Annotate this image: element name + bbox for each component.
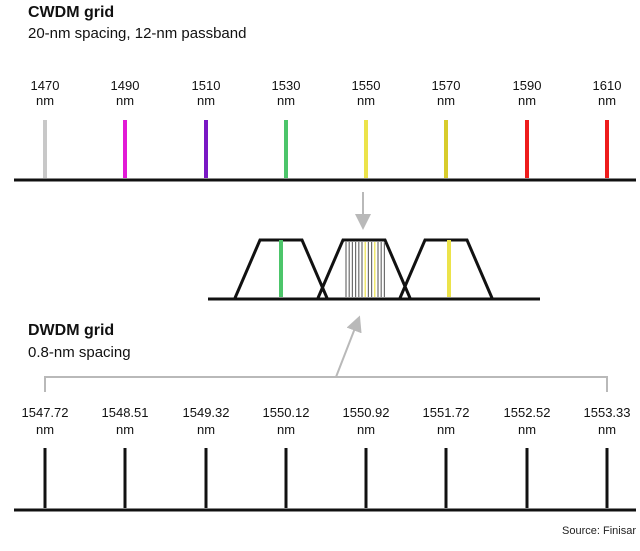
dwdm-unit: nm xyxy=(115,422,135,437)
dwdm-channel-label: 1547.72 nm xyxy=(12,404,78,438)
dwdm-wavelength: 1553.33 xyxy=(583,405,631,420)
cwdm-wavelength: 1490 xyxy=(110,78,140,93)
cwdm-wavelength: 1470 xyxy=(30,78,60,93)
cwdm-unit: nm xyxy=(436,93,456,108)
dwdm-wavelength: 1547.72 xyxy=(21,405,69,420)
cwdm-wavelength: 1530 xyxy=(271,78,301,93)
cwdm-unit: nm xyxy=(597,93,617,108)
cwdm-unit: nm xyxy=(276,93,296,108)
dwdm-unit: nm xyxy=(436,422,456,437)
dwdm-unit: nm xyxy=(597,422,617,437)
dwdm-wavelength: 1550.92 xyxy=(342,405,390,420)
dwdm-wavelength: 1552.52 xyxy=(503,405,551,420)
dwdm-bracket xyxy=(44,376,608,392)
dwdm-channel-label: 1550.12 nm xyxy=(253,404,319,438)
dwdm-wavelength: 1551.72 xyxy=(422,405,470,420)
dwdm-wavelength: 1549.32 xyxy=(182,405,230,420)
cwdm-wavelength: 1610 xyxy=(592,78,622,93)
dwdm-unit: nm xyxy=(276,422,296,437)
passband-1570 xyxy=(398,238,494,299)
cwdm-subtitle: 20-nm spacing, 12-nm passband xyxy=(28,25,247,42)
dwdm-wavelength: 1548.51 xyxy=(101,405,149,420)
cwdm-unit: nm xyxy=(196,93,216,108)
cwdm-unit: nm xyxy=(115,93,135,108)
cwdm-wavelength: 1510 xyxy=(191,78,221,93)
cwdm-unit: nm xyxy=(517,93,537,108)
passband-1550 xyxy=(316,238,412,299)
cwdm-title: CWDM grid xyxy=(28,4,115,21)
cwdm-unit: nm xyxy=(35,93,55,108)
dwdm-channel-label: 1549.32 nm xyxy=(173,404,239,438)
dwdm-title: DWDM grid xyxy=(28,322,115,339)
dwdm-unit: nm xyxy=(35,422,55,437)
cwdm-wavelength: 1590 xyxy=(512,78,542,93)
dwdm-subtitle: 0.8-nm spacing xyxy=(28,344,131,361)
dwdm-channel-label: 1550.92 nm xyxy=(333,404,399,438)
dwdm-unit: nm xyxy=(196,422,216,437)
cwdm-unit: nm xyxy=(356,93,376,108)
cwdm-wavelength: 1550 xyxy=(351,78,381,93)
dwdm-channel-label: 1553.33 nm xyxy=(574,404,640,438)
source-note: Source: Finisar xyxy=(562,525,636,537)
dwdm-channel-label: 1551.72 nm xyxy=(413,404,479,438)
dwdm-unit: nm xyxy=(517,422,537,437)
up-arrow xyxy=(335,315,362,378)
dwdm-unit: nm xyxy=(356,422,376,437)
dwdm-channel-label: 1552.52 nm xyxy=(494,404,560,438)
dwdm-channel-label: 1548.51 nm xyxy=(92,404,158,438)
cwdm-wavelength: 1570 xyxy=(431,78,461,93)
dwdm-wavelength: 1550.12 xyxy=(262,405,310,420)
